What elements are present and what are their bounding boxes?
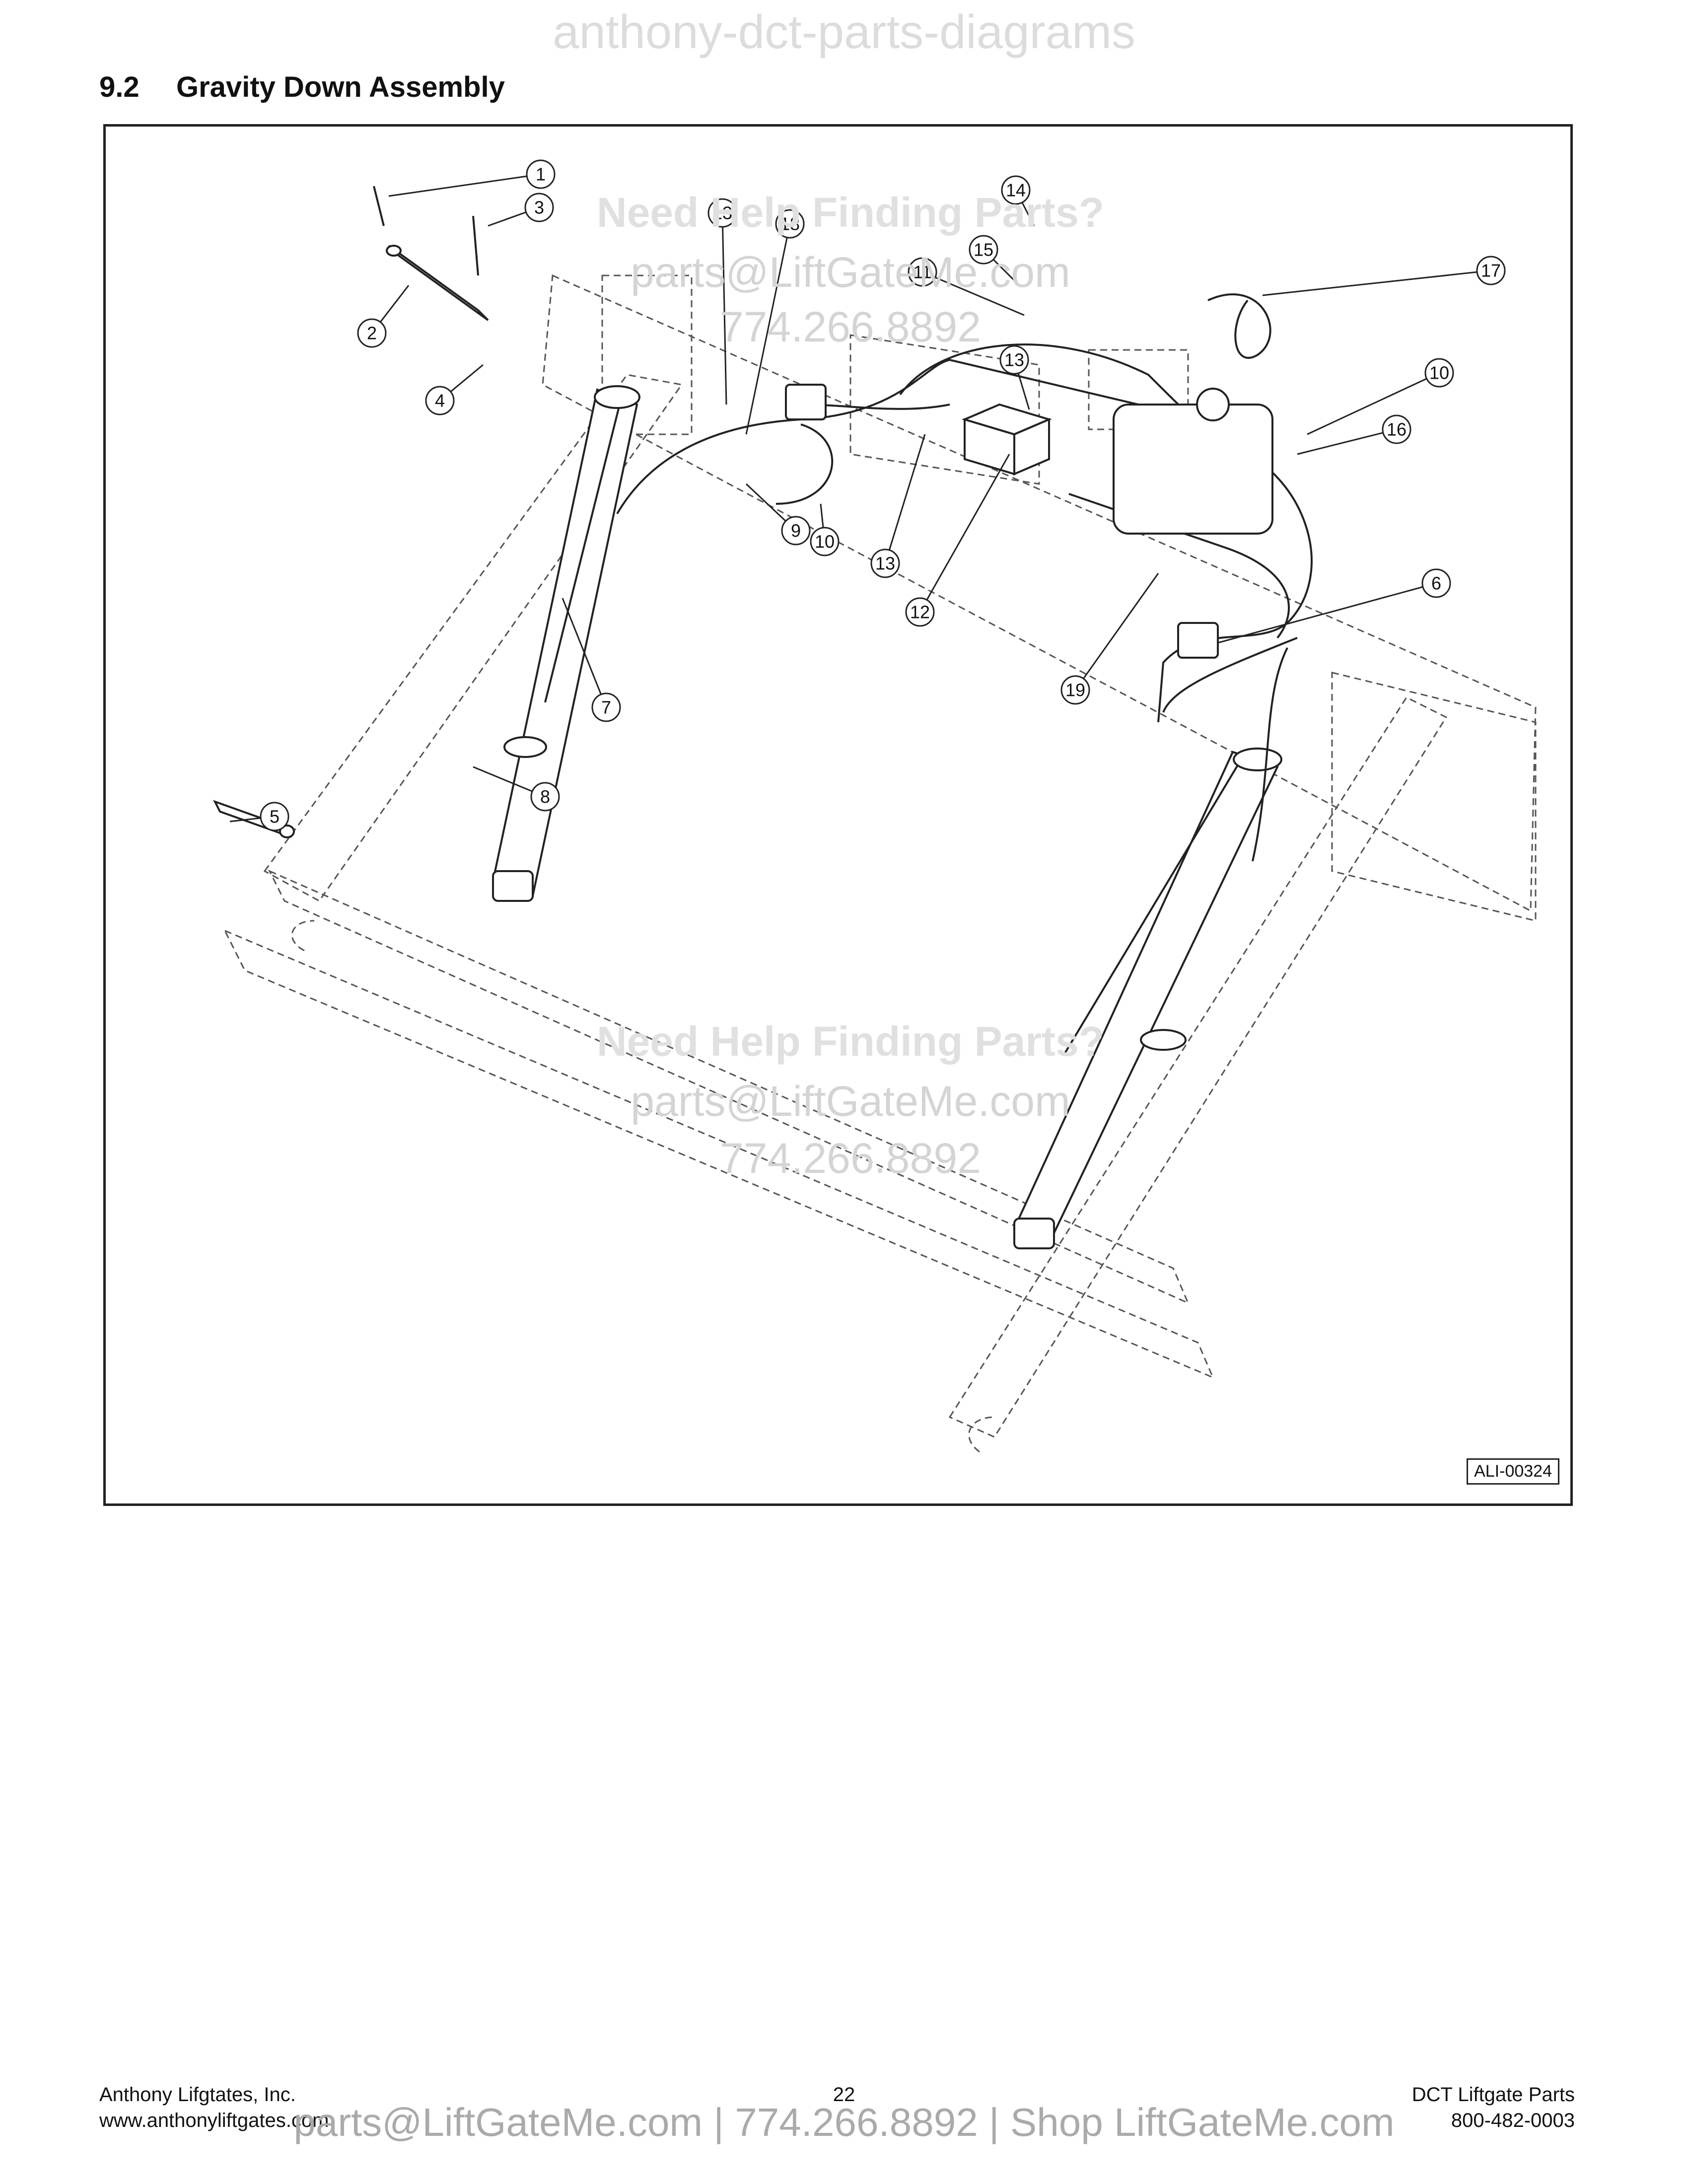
callout-3: 3 xyxy=(534,198,544,218)
top-watermark: anthony-dct-parts-diagrams xyxy=(553,5,1135,59)
callout-16: 16 xyxy=(1387,419,1407,440)
watermark-email-1: parts@LiftGateMe.com xyxy=(631,249,1070,296)
footer-doc-title: DCT Liftgate Parts xyxy=(1411,2084,1575,2106)
hoses xyxy=(616,293,1313,862)
bottom-watermark: parts@LiftGateMe.com | 774.266.8892 | Sh… xyxy=(293,2100,1395,2144)
callout-10b: 10 xyxy=(1429,363,1449,383)
reservoir xyxy=(1113,388,1273,535)
cylinder-right xyxy=(1013,748,1282,1249)
footer-website[interactable]: www.anthonyliftgates.com xyxy=(99,2110,329,2131)
callout-15: 15 xyxy=(974,240,993,260)
callout-8: 8 xyxy=(540,787,550,807)
callout-10: 10 xyxy=(815,532,835,552)
section-title: Gravity Down Assembly xyxy=(176,71,505,103)
watermark-help-2: Need Help Finding Parts? xyxy=(596,1018,1105,1065)
watermark-phone-1: 774.266.8892 xyxy=(719,303,982,351)
callout-18: 18 xyxy=(780,214,800,234)
hose-clamps xyxy=(785,384,1219,659)
footer-company: Anthony Lifgtates, Inc. xyxy=(99,2084,296,2106)
figure-id: ALI-00324 xyxy=(1467,1458,1559,1485)
callout-12: 12 xyxy=(910,602,930,622)
footer-phone: 800-482-0003 xyxy=(1451,2110,1575,2131)
callout-4: 4 xyxy=(435,391,445,411)
callout-13c: 13 xyxy=(712,203,732,223)
callout-9: 9 xyxy=(791,521,801,541)
footer-left: Anthony Lifgtates, Inc. www.anthonyliftg… xyxy=(99,2082,329,2133)
callout-7: 7 xyxy=(601,697,611,718)
callout-19: 19 xyxy=(1065,680,1085,700)
callout-14: 14 xyxy=(1006,180,1026,201)
callout-5: 5 xyxy=(270,807,280,827)
frame-outline xyxy=(223,274,1537,1453)
watermark-email-2: parts@LiftGateMe.com xyxy=(631,1078,1070,1125)
callout-1: 1 xyxy=(536,164,546,185)
callout-17: 17 xyxy=(1481,261,1501,281)
watermark-help-1: Need Help Finding Parts? xyxy=(596,189,1105,236)
callout-2: 2 xyxy=(367,323,377,343)
parts-diagram: 1 2 3 4 5 6 7 8 9 10 11 12 13 14 15 16 1… xyxy=(212,159,1537,1453)
watermark-phone-2: 774.266.8892 xyxy=(719,1135,982,1182)
callout-6: 6 xyxy=(1431,573,1441,594)
callout-11: 11 xyxy=(913,262,931,282)
footer-page-number: 22 xyxy=(833,2084,855,2106)
callouts: 1 2 3 4 5 6 7 8 9 10 11 12 13 14 15 16 1… xyxy=(229,159,1506,831)
callout-13b: 13 xyxy=(1004,350,1024,370)
cylinder-left xyxy=(492,385,640,902)
callout-13: 13 xyxy=(875,553,895,574)
pins xyxy=(212,186,489,838)
valve-block xyxy=(962,403,1052,476)
section-number: 9.2 xyxy=(99,71,140,103)
diagram-frame: 1 2 3 4 5 6 7 8 9 10 11 12 13 14 15 16 1… xyxy=(103,124,1573,1506)
section-heading: 9.2 Gravity Down Assembly xyxy=(99,70,505,104)
footer-right: DCT Liftgate Parts 800-482-0003 xyxy=(1412,2082,1575,2133)
